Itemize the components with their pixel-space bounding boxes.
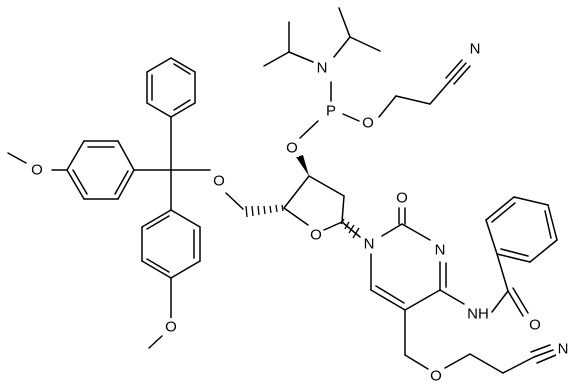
svg-text:O: O	[165, 319, 177, 336]
phenyl-ring-trityl	[146, 57, 196, 118]
atom-n-amine: N	[315, 59, 329, 77]
svg-text:O: O	[529, 317, 541, 334]
svg-text:N: N	[317, 60, 328, 77]
bond-o-ch2	[225, 192, 244, 210]
atom-o-methoxy-bottom: O	[164, 318, 178, 336]
svg-text:N: N	[558, 341, 569, 358]
anisyl-ring-bottom	[141, 209, 201, 279]
hash-c4-c5	[245, 204, 284, 218]
svg-text:O: O	[213, 173, 225, 190]
svg-text:N: N	[470, 41, 481, 58]
cyanoethyl-top	[378, 59, 471, 118]
atom-n-nitrile-top: N	[468, 40, 482, 58]
atom-labels: O O O O O P N O	[30, 40, 570, 385]
cytosine-ring	[370, 223, 447, 311]
diisopropyl-groups	[263, 7, 381, 67]
svg-text:O: O	[362, 115, 374, 132]
atom-o-side-ether: O	[429, 367, 443, 385]
bond-p-o	[342, 113, 360, 122]
svg-text:P: P	[326, 103, 336, 120]
bond-ch2-o	[404, 354, 429, 370]
bond-nh-co	[491, 290, 509, 313]
svg-text:O: O	[396, 190, 408, 207]
svg-text:O: O	[286, 140, 298, 157]
svg-text:N: N	[364, 236, 375, 253]
bond-ome-bottom-methyl	[148, 335, 163, 349]
atom-o-cyanoethyl: O	[361, 114, 375, 132]
atom-p: P	[324, 102, 338, 120]
bond-co-b	[512, 287, 529, 314]
svg-text:NH: NH	[467, 306, 489, 323]
atom-n1-cytosine: N	[362, 235, 376, 253]
atom-o2-carbonyl: O	[395, 189, 409, 207]
bond-co-phenyl	[496, 253, 509, 292]
stereo-bonds	[245, 155, 360, 239]
atom-n-nitrile-bottom: N	[556, 340, 570, 358]
anisyl-ring-left	[66, 140, 135, 200]
cyanoethyl-bottom	[444, 344, 557, 374]
svg-text:O: O	[430, 368, 442, 385]
benzoyl-phenyl-ring	[485, 196, 558, 263]
atom-o-3prime: O	[285, 139, 299, 157]
atom-o-ring: O	[309, 226, 323, 244]
bonds	[7, 7, 558, 374]
svg-text:N: N	[435, 242, 446, 259]
bond-o3-p	[299, 120, 319, 139]
atom-nh-amide: NH	[466, 305, 490, 323]
bond-ome-top-methyl	[7, 152, 27, 164]
bond-c4-nh	[439, 289, 465, 305]
atom-n3-cytosine: N	[433, 241, 447, 259]
deoxyribose-ring	[283, 175, 345, 231]
bond-co-a	[507, 290, 524, 317]
atom-o-trityl-ether: O	[212, 172, 226, 190]
wedge-c3-o3	[296, 155, 309, 176]
hash-c1-n1	[340, 218, 360, 239]
svg-text:O: O	[310, 227, 322, 244]
svg-text:O: O	[31, 162, 43, 179]
atom-o-methoxy-top: O	[30, 161, 44, 179]
atom-o-benzoyl: O	[528, 316, 542, 334]
